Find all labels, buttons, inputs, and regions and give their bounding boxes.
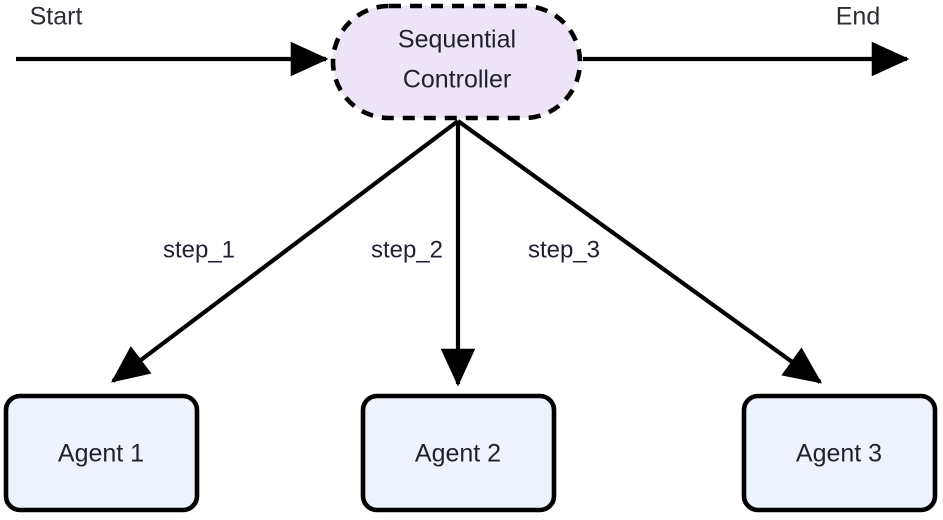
node-agent-3[interactable]: Agent 3 — [741, 393, 938, 513]
agent-2-shape[interactable] — [360, 393, 557, 513]
edge-label-step-2: step_2 — [371, 236, 443, 263]
agent-3-label: Agent 3 — [796, 440, 882, 468]
node-agent-2[interactable]: Agent 2 — [360, 393, 557, 513]
node-agent-1[interactable]: Agent 1 — [3, 393, 200, 513]
agent-1-label: Agent 1 — [58, 440, 144, 468]
edge-label-step-1: step_1 — [163, 236, 235, 263]
end-label: End — [836, 3, 880, 31]
agent-1-shape[interactable] — [3, 393, 200, 513]
sequential-controller-shape[interactable] — [330, 3, 583, 121]
edge-step-3 — [456, 119, 823, 384]
start-label: Start — [30, 3, 83, 31]
sequential-controller-label-line2: Controller — [403, 66, 511, 94]
edge-step-1 — [110, 119, 460, 383]
node-sequential-controller[interactable]: Sequential Controller — [330, 3, 583, 121]
sequential-controller-label-line1: Sequential — [398, 26, 516, 54]
edge-label-step-3: step_3 — [528, 236, 600, 263]
agent-2-label: Agent 2 — [415, 440, 501, 468]
agent-3-shape[interactable] — [741, 393, 938, 513]
